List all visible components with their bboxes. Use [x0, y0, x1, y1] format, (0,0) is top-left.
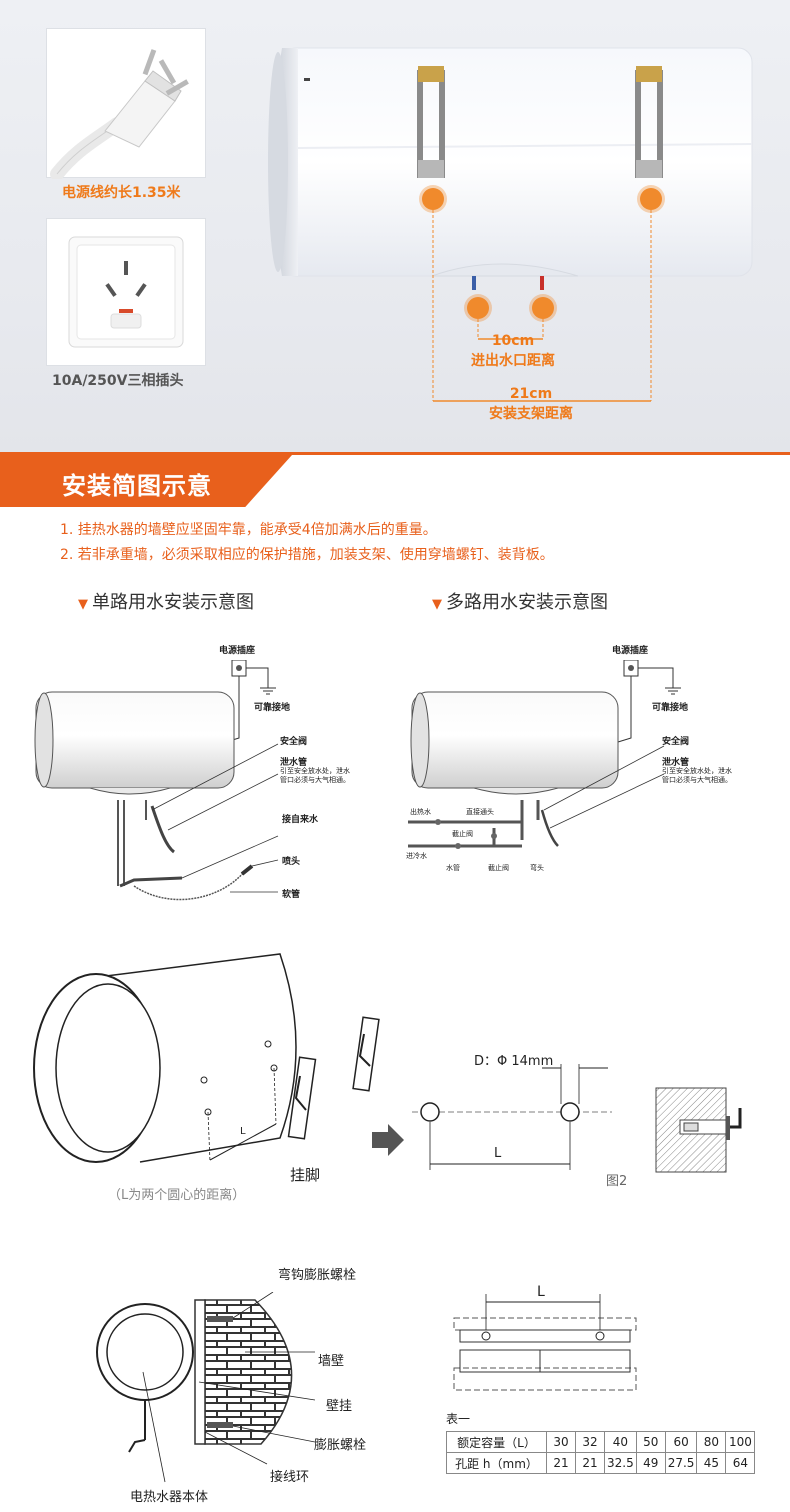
capacity-cell: 80	[696, 1431, 727, 1453]
single-diagram-title-text: 单路用水安装示意图	[92, 592, 254, 613]
expansion-bolt-label: 膨胀螺栓	[314, 1438, 367, 1453]
install-note-2: 2. 若非承重墙，必须采取相应的保护措施，加装支架、使用穿墙螺钉、装背板。	[60, 547, 554, 563]
spec-table: 额定容量（L） 30 32 40 50 60 80 100 孔距 h（mm） 2…	[446, 1431, 756, 1474]
wall-hanger-label: 壁挂	[326, 1399, 353, 1414]
outlet-left-marker	[467, 297, 489, 319]
multi-stop-valve-2-label: 截止阀	[488, 864, 509, 872]
install-note-1: 1. 挂热水器的墙壁应坚固牢靠，能承受4倍加满水后的重量。	[60, 522, 437, 538]
single-drain-note-2: 管口必须与大气相通。	[280, 776, 350, 784]
mount-l-note: （L为两个圆心的距离）	[108, 1188, 246, 1203]
spacing-cell: 49	[635, 1452, 666, 1474]
table-caption: 表一	[446, 1412, 471, 1426]
bracket-plan-l-label: L	[537, 1284, 545, 1300]
spacing-cell: 64	[725, 1452, 756, 1474]
figure-2-label: 图2	[606, 1174, 628, 1189]
banner-divider	[0, 452, 790, 455]
hole-diameter-label: D：Φ 14mm	[474, 1054, 554, 1069]
spacing-cell: 21	[575, 1452, 605, 1474]
bracket-right-marker	[640, 188, 662, 210]
single-diagram-title: ▼单路用水安装示意图	[78, 592, 254, 613]
dimension-lines	[432, 205, 652, 402]
capacity-cell: 50	[635, 1431, 666, 1453]
spacing-cell: 45	[696, 1452, 727, 1474]
spacing-cell: 32.5	[604, 1452, 637, 1474]
multi-safety-valve-label: 安全阀	[662, 737, 690, 747]
heater-body-label: 电热水器本体	[130, 1490, 209, 1505]
section-banner	[0, 455, 292, 507]
bracket-plan-diagram	[453, 1294, 637, 1391]
bracket-distance-value: 21cm	[509, 386, 553, 402]
capacity-cell: 100	[725, 1431, 756, 1453]
bracket-distance-label: 安装支架距离	[489, 406, 573, 422]
capacity-cell: 40	[604, 1431, 637, 1453]
single-ground-label: 可靠接地	[254, 703, 291, 713]
socket-photo	[46, 218, 206, 366]
power-plug-photo	[46, 28, 206, 181]
wall-label: 墙壁	[318, 1354, 345, 1369]
arrow-right-icon	[372, 1124, 404, 1156]
wiring-ring-label: 接线环	[270, 1470, 310, 1485]
single-tap-water-label: 接自来水	[282, 815, 319, 825]
wall-bolt-section	[655, 1087, 742, 1173]
single-power-socket-label: 电源插座	[219, 646, 256, 656]
mount-l-label: L	[240, 1126, 246, 1137]
multi-hot-out-label: 出热水	[410, 808, 431, 816]
capacity-cell: 30	[546, 1431, 576, 1453]
spacing-cell: 27.5	[664, 1452, 698, 1474]
multi-drain-note-1: 引至安全放水处，泄水	[662, 767, 732, 775]
multi-power-socket-label: 电源插座	[612, 646, 649, 656]
outlet-distance-value: 10cm	[491, 333, 535, 349]
water-heater-photo	[268, 47, 753, 290]
single-drain-note-1: 引至安全放水处，泄水	[280, 767, 350, 775]
single-drain-pipe-label: 泄水管	[280, 758, 308, 768]
power-cord-caption: 电源线约长1.35米	[62, 185, 181, 201]
multi-direct-joint-label: 直接通头	[466, 808, 494, 816]
bracket-left-marker	[422, 188, 444, 210]
spacing-cell: 21	[546, 1452, 576, 1474]
multi-water-pipe-label: 水管	[446, 864, 460, 872]
single-nozzle-label: 喷头	[282, 857, 301, 867]
multi-diagram-title-text: 多路用水安装示意图	[446, 592, 608, 613]
capacity-cell: 60	[664, 1431, 698, 1453]
capacity-header: 额定容量（L）	[446, 1431, 547, 1453]
multi-drain-note-2: 管口必须与大气相通。	[662, 776, 732, 784]
table-row: 孔距 h（mm） 21 21 32.5 49 27.5 45 64	[446, 1452, 756, 1474]
multi-install-diagram	[408, 660, 681, 849]
hole-l-label: L	[494, 1146, 502, 1161]
hole-spacing-diagram	[412, 1064, 612, 1170]
multi-elbow-label: 弯头	[530, 864, 544, 872]
outlet-right-marker	[532, 297, 554, 319]
multi-ground-label: 可靠接地	[652, 703, 689, 713]
single-install-diagram	[34, 660, 279, 901]
hanger-mount-diagram	[33, 953, 380, 1163]
multi-diagram-title: ▼多路用水安装示意图	[432, 592, 608, 613]
multi-drain-pipe-label: 泄水管	[662, 758, 690, 768]
socket-caption: 10A/250V三相插头	[52, 373, 184, 389]
capacity-cell: 32	[575, 1431, 605, 1453]
outlet-distance-label: 进出水口距离	[471, 353, 555, 369]
hook-bolt-label: 弯钩膨胀螺栓	[278, 1268, 357, 1283]
multi-stop-valve-label: 截止阀	[452, 830, 473, 838]
mount-hanger-label: 挂脚	[290, 1166, 321, 1184]
section-title: 安装简图示意	[62, 472, 212, 500]
single-hose-label: 软管	[282, 890, 301, 900]
spacing-header: 孔距 h（mm）	[446, 1452, 547, 1474]
single-safety-valve-label: 安全阀	[280, 737, 308, 747]
product-photo-section: 电源线约长1.35米 10A/250V三相插头	[0, 0, 790, 452]
wall-mount-diagram	[96, 1292, 315, 1483]
table-row: 额定容量（L） 30 32 40 50 60 80 100	[446, 1431, 756, 1453]
multi-cold-in-label: 进冷水	[406, 852, 427, 860]
